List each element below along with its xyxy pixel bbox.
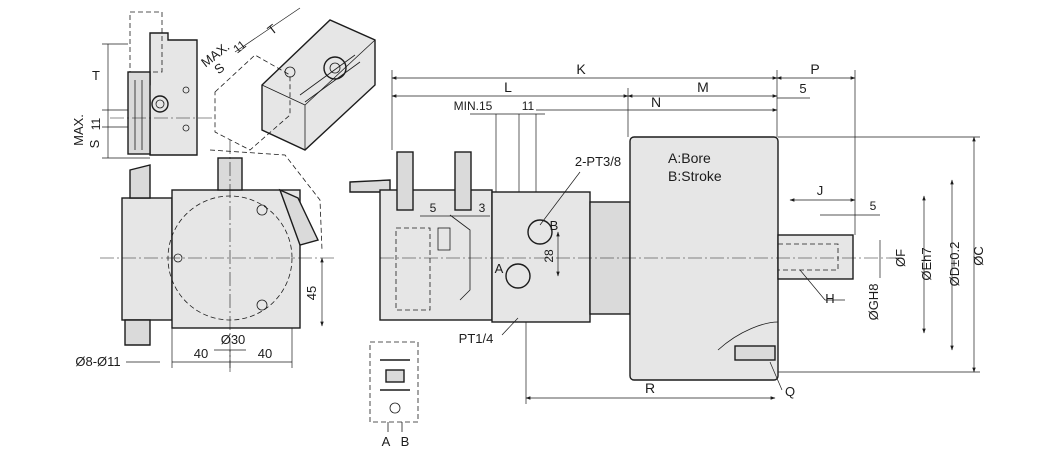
- side-view-dim-n: N: [651, 94, 661, 110]
- side-view-port-label: 2-PT3/8: [575, 154, 621, 169]
- side-view-dim-h: H: [825, 291, 834, 306]
- side-view-dim-l: L: [504, 79, 512, 95]
- side-view-pt14: PT1/4: [459, 331, 494, 346]
- top-view-dim-s: S: [87, 139, 102, 148]
- front-view-block: [121, 197, 173, 321]
- top-view-body: [142, 32, 198, 156]
- side-view-port-leader: [539, 171, 581, 226]
- front-view-dim-40-left: 40: [194, 346, 208, 361]
- side-view-port-a: [505, 263, 531, 289]
- side-view-port-b-label: B: [550, 218, 559, 233]
- side-view-legend-b: B:Stroke: [668, 168, 722, 184]
- side-view-dim-3: 3: [479, 201, 486, 215]
- side-view-pt14-leader: [501, 317, 519, 336]
- top-view-dim-max: MAX.: [71, 114, 86, 146]
- side-view-dim-5-shaft: 5: [870, 199, 877, 213]
- iso-view-swing-outline: [214, 54, 291, 151]
- side-view-shaft-bore: [777, 243, 839, 271]
- iso-view: MAX. S 11 T: [198, 7, 376, 151]
- side-view-dim-k: K: [576, 61, 586, 77]
- front-view-dim-45: 45: [304, 286, 319, 300]
- side-view-dim-r: R: [645, 380, 655, 396]
- side-view-dim-5-top: 5: [799, 81, 806, 96]
- side-view-pin: [734, 345, 776, 361]
- top-view-port-inner: [155, 99, 165, 109]
- side-view-shaft: [777, 234, 854, 280]
- schematic-port: [389, 402, 401, 414]
- iso-view-dim-11: 11: [230, 37, 249, 56]
- side-view-dim-phi-f: ØF: [893, 249, 908, 267]
- front-view-bolt: [256, 299, 268, 311]
- side-view-dim-h-leader: [799, 269, 826, 301]
- top-view-dim-11: 11: [89, 117, 103, 130]
- iso-view-bolt: [284, 66, 296, 78]
- side-view-dim-phi-eh7: ØEh7: [919, 247, 934, 280]
- front-view-dim-40-right: 40: [258, 346, 272, 361]
- side-view-dim-p: P: [810, 61, 819, 77]
- iso-view-dim-line: [234, 7, 301, 53]
- side-view-legend-a: A:Bore: [668, 150, 711, 166]
- iso-view-dim-t: T: [264, 21, 280, 38]
- schematic-valve: [385, 369, 405, 383]
- schematic-label-b: B: [401, 434, 410, 449]
- schematic-frame: [369, 341, 419, 423]
- iso-view-port: [323, 56, 347, 80]
- side-view: 28 B A K L M N P 5 MI: [349, 61, 986, 404]
- side-view-dim-phi-d: ØD±0.2: [947, 242, 962, 287]
- front-view-dim-phi30: Ø30: [221, 332, 246, 347]
- side-view-dim-q: Q: [785, 384, 795, 399]
- side-view-clamp-body: [379, 189, 493, 321]
- side-view-dim-5-inner: 5: [430, 201, 437, 215]
- side-view-dim-m: M: [697, 79, 709, 95]
- front-view-dim-phi8-phi11: Ø8-Ø11: [75, 354, 120, 369]
- side-view-internal: [395, 227, 431, 311]
- side-view-port-b: [527, 219, 553, 245]
- top-view-swing-outline: [129, 11, 163, 73]
- top-view: T 11 MAX. S: [71, 11, 215, 159]
- iso-view-dim-s: S: [211, 60, 227, 77]
- iso-view-edge: [304, 39, 376, 106]
- side-view-cylinder-chamfer: [717, 321, 779, 351]
- schematic: A B: [369, 341, 419, 449]
- top-view-dim-t: T: [92, 68, 100, 83]
- side-view-dim-phi-c: ØC: [971, 246, 986, 266]
- iso-view-slot: [299, 54, 356, 96]
- front-view-fitting-bottom: [124, 319, 151, 346]
- side-view-internal-curve: [449, 214, 471, 301]
- front-view-housing: [171, 189, 301, 329]
- iso-view-port-inner: [329, 62, 341, 74]
- side-view-fitting: [396, 151, 414, 211]
- side-view-dim-j: J: [817, 183, 824, 198]
- top-view-bolt: [182, 86, 190, 94]
- side-view-port-a-label: A: [495, 261, 504, 276]
- front-view-fitting-top: [129, 164, 151, 199]
- side-view-fitting: [454, 151, 472, 211]
- top-view-port: [151, 95, 169, 113]
- side-view-dim-phi-gh8: ØGH8: [866, 284, 881, 321]
- side-view-dim-min15: MIN.15: [454, 99, 493, 113]
- side-view-dim-28: 28: [542, 249, 556, 263]
- side-view-dim-q-leader: [769, 361, 783, 391]
- iso-view-slot: [304, 61, 361, 103]
- top-view-bolt: [182, 124, 190, 132]
- front-view-arm: [278, 188, 319, 246]
- side-view-dim-11: 11: [522, 99, 535, 113]
- side-view-valve-block: [491, 191, 591, 323]
- iso-view-edge: [261, 84, 306, 106]
- front-view: 45 40 40 Ø30 Ø8-Ø11: [75, 140, 335, 372]
- top-view-clamp-plate: [127, 71, 151, 155]
- front-view-bolt: [256, 204, 268, 216]
- iso-view-body: [261, 19, 376, 151]
- side-view-valve: [437, 227, 451, 251]
- schematic-label-a: A: [382, 434, 391, 449]
